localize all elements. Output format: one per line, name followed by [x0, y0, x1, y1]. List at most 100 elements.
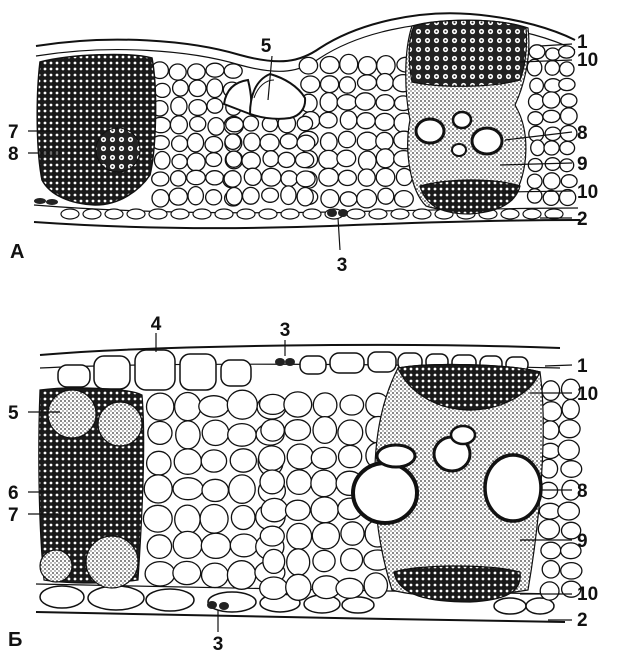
label-a-5: 7 — [8, 122, 19, 143]
parenchyma-cell — [529, 45, 545, 59]
parenchyma-cell — [144, 475, 172, 503]
parenchyma-cell — [145, 562, 175, 586]
parenchyma-cell — [541, 542, 561, 559]
panel-a-sclerenchyma-top — [409, 20, 526, 86]
epidermal-cell — [193, 209, 211, 219]
parenchyma-cell — [313, 393, 337, 417]
parenchyma-cell — [281, 186, 296, 205]
parenchyma-cell — [376, 168, 395, 186]
parenchyma-cell — [358, 169, 375, 186]
parenchyma-cell — [560, 159, 574, 172]
parenchyma-cell — [206, 153, 222, 167]
parenchyma-cell — [175, 505, 200, 534]
parenchyma-cell — [321, 76, 339, 93]
label-b-2: 2 — [577, 610, 588, 631]
parenchyma-cell — [543, 173, 560, 189]
label-b-4: 4 — [151, 314, 162, 335]
label-b-3-bottom: 3 — [213, 634, 224, 653]
parenchyma-cell — [358, 57, 376, 75]
parenchyma-cell — [242, 152, 260, 169]
parenchyma-cell — [338, 131, 355, 147]
parenchyma-cell — [545, 61, 559, 76]
parenchyma-cell — [313, 550, 335, 571]
parenchyma-cell — [377, 74, 394, 91]
parenchyma-cell — [340, 192, 357, 206]
parenchyma-cell — [341, 549, 363, 571]
parenchyma-cell — [226, 188, 242, 206]
parenchyma-cell — [147, 451, 171, 475]
label-a-3: 3 — [337, 255, 348, 276]
label-b-9: 9 — [577, 531, 588, 552]
parenchyma-cell — [169, 64, 186, 80]
parenchyma-cell — [340, 395, 364, 415]
epidermal-cell — [83, 209, 101, 219]
epidermal-cell — [259, 209, 277, 219]
label-b-5: 5 — [8, 403, 19, 424]
parenchyma-cell — [228, 424, 256, 447]
parenchyma-cell — [561, 94, 577, 107]
parenchyma-cell — [287, 549, 310, 576]
parenchyma-cell — [560, 141, 575, 154]
parenchyma-cell — [199, 396, 229, 417]
parenchyma-cell — [171, 97, 187, 115]
parenchyma-cell — [188, 64, 206, 80]
epidermal-cell — [369, 209, 387, 219]
parenchyma-cell — [541, 402, 562, 421]
parenchyma-cell — [313, 417, 337, 444]
parenchyma-cell — [338, 420, 363, 445]
parenchyma-cell — [205, 137, 223, 153]
parenchyma-cell — [148, 421, 172, 444]
parenchyma-cell — [355, 93, 375, 110]
parenchyma-cell — [546, 48, 560, 60]
parenchyma-cell — [227, 390, 257, 419]
parenchyma-cell — [187, 133, 203, 152]
parenchyma-cell — [377, 56, 395, 76]
parenchyma-cell — [311, 497, 338, 523]
parenchyma-cell — [206, 190, 222, 205]
label-b-1: 1 — [577, 356, 588, 377]
parenchyma-cell — [527, 174, 542, 188]
parenchyma-cell — [260, 470, 284, 494]
parenchyma-cell — [543, 92, 560, 108]
parenchyma-cell — [376, 149, 394, 168]
parenchyma-cell — [561, 461, 582, 478]
parenchyma-cell — [286, 500, 311, 520]
parenchyma-cell — [528, 159, 542, 172]
epidermal-cell — [523, 209, 541, 219]
parenchyma-cell — [338, 170, 356, 185]
parenchyma-cell — [531, 140, 545, 156]
epidermal-cell — [215, 209, 233, 219]
parenchyma-cell — [260, 526, 284, 546]
parenchyma-cell — [530, 78, 544, 93]
panel-b-letter: Б — [8, 629, 22, 651]
parenchyma-cell — [190, 117, 206, 132]
parenchyma-cell — [172, 154, 187, 168]
parenchyma-cell — [230, 449, 256, 472]
panel-a-fibre-strand-left — [37, 55, 155, 205]
parenchyma-cell — [173, 531, 202, 558]
parenchyma-cell — [244, 133, 260, 151]
parenchyma-cell — [339, 445, 362, 467]
parenchyma-cell — [201, 533, 230, 558]
parenchyma-cell — [337, 150, 356, 166]
parenchyma-cell — [358, 75, 377, 90]
parenchyma-cell — [173, 561, 201, 584]
parenchyma-cell — [169, 188, 187, 205]
parenchyma-cell — [378, 188, 394, 204]
panel-b-section: Б 4 3 1 10 8 9 10 2 3 5 6 7 — [8, 314, 598, 653]
parenchyma-cell — [261, 420, 284, 442]
parenchyma-cell — [311, 447, 336, 468]
parenchyma-cell — [206, 63, 224, 77]
parenchyma-cell — [376, 95, 394, 111]
parenchyma-cell — [529, 94, 544, 110]
parenchyma-cell — [311, 470, 337, 497]
parenchyma-cell — [202, 563, 229, 587]
parenchyma-cell — [244, 168, 261, 185]
epidermal-cell — [149, 209, 167, 219]
label-b-10-top: 10 — [577, 384, 598, 405]
parenchyma-cell — [339, 77, 355, 93]
label-b-3-top: 3 — [280, 320, 291, 341]
label-b-10-bottom: 10 — [577, 584, 598, 605]
panel-b-sclerenchyma-bottom — [394, 566, 520, 602]
